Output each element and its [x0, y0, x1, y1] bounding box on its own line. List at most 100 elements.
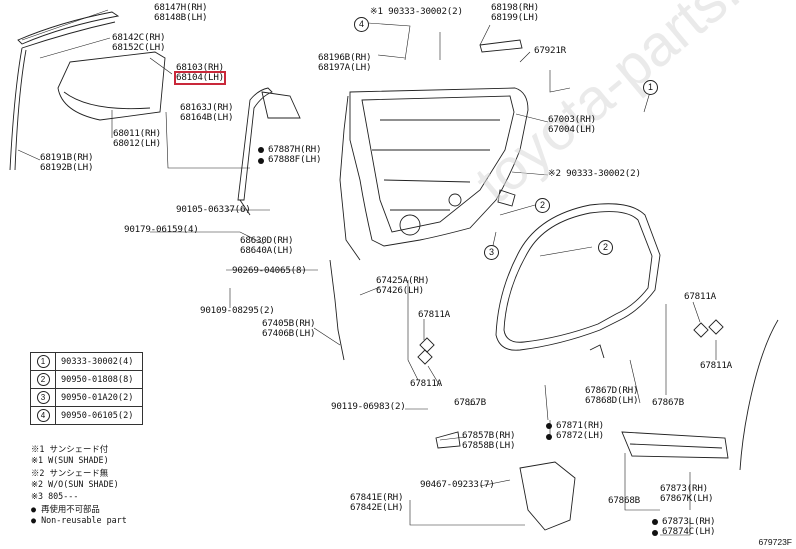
legend-part-number[interactable]: 90950-06105(2): [61, 410, 134, 421]
callout-line: ※2 90333-30002(2): [548, 168, 641, 179]
callout-67867D[interactable]: 67867D(RH) 67868D(LH): [585, 385, 639, 406]
callout-line: 67873L(RH): [662, 516, 716, 527]
legend-row: 4 90950-06105(2): [31, 407, 142, 424]
callout-line: 68196B(RH): [318, 52, 372, 63]
callout-line: 68103(RH): [176, 62, 224, 73]
note-line: ● 再使用不可部品: [31, 504, 100, 514]
legend-part-number[interactable]: 90950-01808(8): [61, 374, 134, 385]
callout-67873[interactable]: 67873(RH) 67867K(LH): [660, 483, 714, 504]
ref-circle-2[interactable]: 2: [535, 198, 550, 213]
callout-67811A-3[interactable]: 67811A: [684, 292, 716, 302]
callout-67867B-1[interactable]: 67867B: [454, 398, 486, 408]
legend-circle: 1: [36, 355, 50, 368]
ref-circle-3[interactable]: 3: [484, 245, 499, 260]
callout-67871[interactable]: 67871(RH) 67872(LH): [556, 421, 604, 441]
callout-line: 67867K(LH): [660, 493, 714, 504]
callout-line: 68191B(RH): [40, 152, 94, 163]
callout-line: 90109-08295(2): [200, 305, 275, 316]
callout-67857B[interactable]: 67857B(RH) 67858B(LH): [462, 430, 516, 451]
callout-67867B-2[interactable]: 67867B: [652, 398, 684, 408]
callout-line: 67004(LH): [548, 124, 596, 135]
legend-row: 2 90950-01808(8): [31, 371, 142, 389]
callout-67868B[interactable]: 67868B: [608, 496, 640, 506]
division-bar-part: [237, 87, 273, 201]
callout-67425A[interactable]: 67425A(RH) 67426(LH): [376, 276, 430, 296]
note-line: ※3 805---: [31, 491, 79, 501]
callout-line: 68197A(LH): [318, 62, 372, 73]
legend-num: 2: [31, 371, 56, 388]
callout-90467[interactable]: 90467-09233(7): [420, 480, 495, 490]
figure-number: 679723F: [758, 537, 792, 547]
legend-part-number[interactable]: 90333-30002(4): [61, 356, 134, 367]
note-line: ※1 W(SUN SHADE): [31, 455, 109, 465]
callout-68142C[interactable]: 68142C(RH) 68152C(LH): [112, 33, 166, 53]
callout-line: 67867D(RH): [585, 385, 639, 396]
callout-line: 67426(LH): [376, 285, 424, 296]
callout-line: 68011(RH): [113, 128, 161, 139]
lower-bracket-part: [519, 461, 576, 531]
callout-67921R[interactable]: 67921R: [534, 46, 566, 56]
callout-line: 90119-06983(2): [331, 401, 406, 412]
callout-line: 67872(LH): [556, 430, 604, 441]
callout-90109[interactable]: 90109-08295(2): [200, 306, 275, 316]
callout-line: 68152C(LH): [112, 42, 166, 53]
callout-line: 67873(RH): [660, 483, 708, 494]
legend-part-number[interactable]: 90950-01A20(2): [61, 392, 134, 403]
callout-68147H[interactable]: 68147H(RH) 68148B(LH): [154, 2, 208, 23]
callout-line: 67841E(RH): [350, 492, 404, 503]
callout-67887H[interactable]: 67887H(RH) 67888F(LH): [268, 145, 322, 165]
callout-line: 68148B(LH): [154, 12, 208, 23]
callout-67003[interactable]: 67003(RH) 67004(LH): [548, 115, 596, 135]
legend-circle: 2: [36, 373, 50, 386]
callout-90105[interactable]: 90105-06337(6): [176, 205, 251, 215]
callout-68163J[interactable]: 68163J(RH) 68164B(LH): [180, 102, 234, 123]
callout-line: 67406B(LH): [262, 328, 316, 339]
callout-67873L[interactable]: 67873L(RH) 67874C(LH): [662, 516, 716, 537]
callout-line: 67871(RH): [556, 420, 604, 431]
callout-68011[interactable]: 68011(RH) 68012(LH): [113, 129, 161, 149]
callout-line: 67857B(RH): [462, 430, 516, 441]
callout-line: 67868D(LH): [585, 395, 639, 406]
rear-door-panel-part: [349, 87, 529, 247]
legend-num: 3: [31, 389, 56, 406]
callout-68103[interactable]: 68103(RH) 68104(LH): [174, 62, 226, 85]
upper-channel-part: [17, 11, 120, 45]
callout-68196B[interactable]: 68196B(RH) 68197A(LH): [318, 52, 372, 73]
callout-line: 67888F(LH): [268, 154, 322, 165]
callout-90333-top[interactable]: ※1 90333-30002(2): [370, 7, 463, 17]
weatherstrip-part: [495, 203, 661, 351]
note-line: ※1 サンシェード付: [31, 444, 109, 454]
callout-line: 68147H(RH): [154, 2, 208, 13]
callout-line: 68163J(RH): [180, 102, 234, 113]
callout-line: 67811A: [700, 360, 732, 371]
callout-67405B[interactable]: 67405B(RH) 67406B(LH): [262, 319, 316, 339]
ref-circle-4[interactable]: 4: [354, 17, 369, 32]
callout-90333-mid[interactable]: ※2 90333-30002(2): [548, 169, 641, 179]
callout-90119[interactable]: 90119-06983(2): [331, 402, 406, 412]
callout-68198[interactable]: 68198(RH) 68199(LH): [491, 3, 539, 23]
callout-67811A-1[interactable]: 67811A: [418, 310, 450, 320]
callout-90179[interactable]: 90179-06159(4): [124, 225, 199, 235]
callout-68630D[interactable]: 68630D(RH) 68640A(LH): [240, 235, 294, 256]
callout-line: 68630D(RH): [240, 235, 294, 246]
callout-line: 68012(LH): [113, 138, 161, 149]
callout-line: ※1 90333-30002(2): [370, 6, 463, 17]
callout-line: 90179-06159(4): [124, 224, 199, 235]
callout-line: 67868B: [608, 495, 640, 506]
callout-68191B[interactable]: 68191B(RH) 68192B(LH): [40, 152, 94, 173]
callout-line: 90269-04065(8): [232, 265, 307, 276]
highlighted-part-68104[interactable]: 68104(LH): [174, 71, 226, 85]
callout-67811A-4[interactable]: 67811A: [700, 361, 732, 371]
callout-line: 67858B(LH): [462, 440, 516, 451]
ref-circle-1[interactable]: 1: [643, 80, 658, 95]
callout-67841E[interactable]: 67841E(RH) 67842E(LH): [350, 492, 404, 513]
lower-moulding-part: [621, 431, 729, 459]
callout-line: 68192B(LH): [40, 162, 94, 173]
non-reusable-dot: [546, 434, 552, 440]
callout-90269[interactable]: 90269-04065(8): [232, 266, 307, 276]
ref-circle-2[interactable]: 2: [598, 240, 613, 255]
non-reusable-dot: [546, 423, 552, 429]
callout-67811A-2[interactable]: 67811A: [410, 379, 442, 389]
